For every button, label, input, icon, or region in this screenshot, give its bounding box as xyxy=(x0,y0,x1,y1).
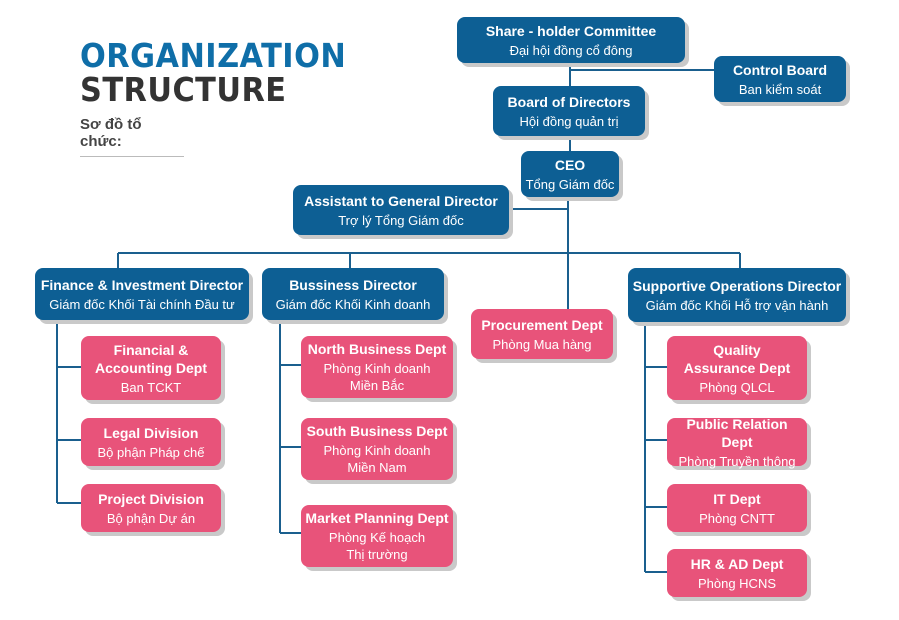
node-label-vi: Phòng HCNS xyxy=(697,575,777,591)
node-label-vi: Giám đốc Khối Kinh doanh xyxy=(275,296,431,312)
node-market-planning-dept: Market Planning Dept Phòng Kế hoạch Thị … xyxy=(301,505,453,567)
node-project-division: Project Division Bộ phận Dự án xyxy=(81,484,221,532)
page-subtitle: Sơ đồ tổ chức: xyxy=(80,116,184,157)
node-label-vi: Phòng Kinh doanh Miền Nam xyxy=(323,443,431,475)
node-label-vi: Phòng Kế hoạch Thị trường xyxy=(328,530,426,562)
node-label-en: Bussiness Director xyxy=(289,276,417,293)
node-board-of-directors: Board of Directors Hội đồng quản trị xyxy=(493,86,645,136)
node-label-vi: Ban kiểm soát xyxy=(738,81,822,97)
node-quality-assurance-dept: Quality Assurance Dept Phòng QLCL xyxy=(667,336,807,400)
node-label-en: Public Relation Dept xyxy=(686,415,788,450)
node-label-en: South Business Dept xyxy=(306,423,448,439)
node-public-relation-dept: Public Relation Dept Phòng Truyền thông xyxy=(667,415,807,469)
page-title-line1: ORGANIZATION xyxy=(80,36,347,75)
node-label-en: HR & AD Dept xyxy=(690,555,784,572)
node-ceo: CEO Tổng Giám đốc xyxy=(521,151,619,197)
node-label-en: Procurement Dept xyxy=(481,316,603,333)
node-label-vi: Phòng Kinh doanh Miền Bắc xyxy=(323,361,431,393)
node-label-en: Board of Directors xyxy=(507,93,631,110)
node-label-vi: Phòng CNTT xyxy=(699,510,775,526)
node-label-vi: Phòng Mua hàng xyxy=(492,336,592,352)
page-title-line2: STRUCTURE xyxy=(80,70,287,109)
node-label-en: Share - holder Committee xyxy=(485,22,657,39)
node-supportive-operations-director: Supportive Operations Director Giám đốc … xyxy=(628,268,846,322)
node-label-en: Finance & Investment Director xyxy=(40,276,244,293)
node-north-business-dept: North Business Dept Phòng Kinh doanh Miề… xyxy=(301,336,453,398)
node-shareholder-committee: Share - holder Committee Đại hội đồng cổ… xyxy=(457,17,685,63)
node-label-vi: Đại hội đồng cổ đông xyxy=(509,42,633,58)
node-finance-investment-director: Finance & Investment Director Giám đốc K… xyxy=(35,268,249,320)
node-label-en: IT Dept xyxy=(713,490,761,507)
node-label-en: Control Board xyxy=(732,61,828,78)
node-assistant-general-director: Assistant to General Director Trợ lý Tổn… xyxy=(293,185,509,235)
node-south-business-dept: South Business Dept Phòng Kinh doanh Miề… xyxy=(301,418,453,480)
node-label-vi: Phòng QLCL xyxy=(699,379,775,395)
node-label-vi: Bộ phận Dự án xyxy=(106,510,196,526)
node-label-en: CEO xyxy=(554,156,586,173)
node-label-en: Legal Division xyxy=(103,424,199,441)
node-label-vi: Ban TCKT xyxy=(120,379,182,395)
node-label-en: North Business Dept xyxy=(307,341,447,357)
node-hr-ad-dept: HR & AD Dept Phòng HCNS xyxy=(667,549,807,597)
node-label-en: Project Division xyxy=(98,490,204,507)
node-label-en: Supportive Operations Director xyxy=(632,277,842,294)
node-label-vi: Phòng Truyền thông xyxy=(678,453,796,469)
node-label-en: Market Planning Dept xyxy=(305,510,449,526)
node-legal-division: Legal Division Bộ phận Pháp chế xyxy=(81,418,221,466)
node-label-en: Quality Assurance Dept xyxy=(683,341,791,376)
node-label-en: Assistant to General Director xyxy=(304,192,498,209)
node-label-vi: Giám đốc Khối Hỗ trợ vận hành xyxy=(645,297,829,313)
node-label-vi: Tổng Giám đốc xyxy=(525,176,615,192)
node-label-vi: Hội đồng quản trị xyxy=(519,113,619,129)
node-label-en: Financial & Accounting Dept xyxy=(95,341,207,376)
node-label-vi: Bộ phận Pháp chế xyxy=(97,444,205,460)
node-label-vi: Giám đốc Khối Tài chính Đầu tư xyxy=(49,296,235,312)
node-procurement-dept: Procurement Dept Phòng Mua hàng xyxy=(471,309,613,359)
node-label-vi: Trợ lý Tổng Giám đốc xyxy=(338,212,464,228)
node-financial-accounting-dept: Financial & Accounting Dept Ban TCKT xyxy=(81,336,221,400)
node-business-director: Bussiness Director Giám đốc Khối Kinh do… xyxy=(262,268,444,320)
node-control-board: Control Board Ban kiểm soát xyxy=(714,56,846,102)
node-it-dept: IT Dept Phòng CNTT xyxy=(667,484,807,532)
